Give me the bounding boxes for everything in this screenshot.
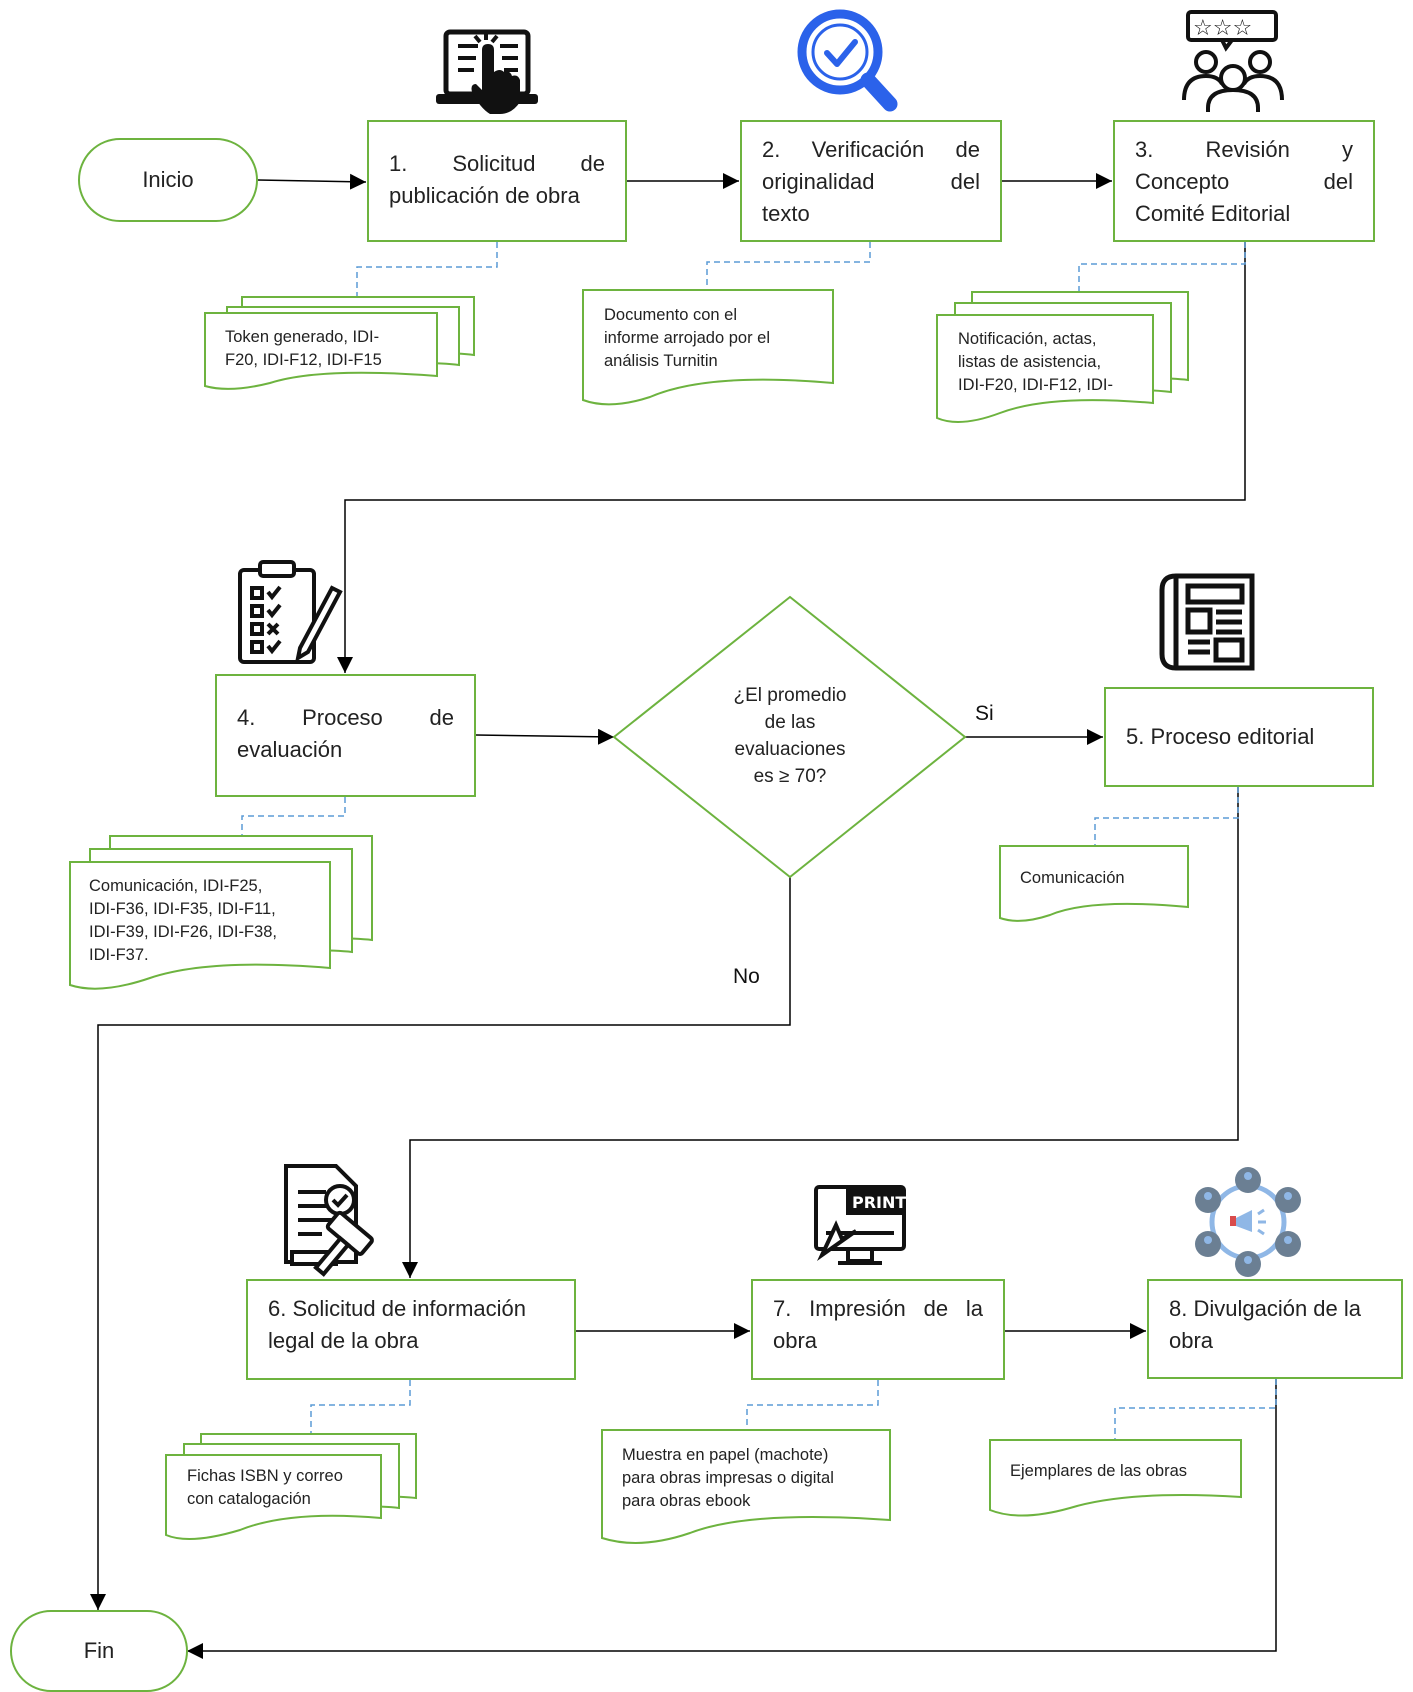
document-5-text: Comunicación (1020, 867, 1125, 890)
document-2-text: Documento con el informe arrojado por el… (604, 304, 770, 373)
start-label: Inicio (142, 167, 194, 192)
arrow-s8-fin (187, 1379, 1277, 1659)
arrow-inicio-s1 (257, 173, 367, 190)
doc-7-line-1: Muestra en papel (machote) (622, 1446, 829, 1464)
arrow-s4-decision (475, 728, 615, 745)
arrow-s5-s6 (402, 787, 1239, 1278)
step-6-line-1: 6. Solicitud de información (268, 1296, 527, 1321)
doc-7-line-2: para obras impresas o digital (622, 1469, 834, 1487)
decision-yes-label: Si (975, 702, 994, 725)
doc-2-line-3: análisis Turnitin (604, 352, 718, 370)
document-1-text: Token generado, IDI- F20, IDI-F12, IDI-F… (225, 326, 382, 372)
step-3-line-3: Comité Editorial (1135, 201, 1291, 226)
decision-no-label: No (733, 965, 760, 988)
document-8-text: Ejemplares de las obras (1010, 1460, 1187, 1483)
process-step-4: 4. Proceso de evaluación (215, 674, 476, 797)
process-step-3: 3. Revisión y Concepto del Comité Editor… (1113, 120, 1375, 242)
step-5-line-1: 5. Proceso editorial (1126, 724, 1315, 749)
doc-3-line-2: listas de asistencia, (958, 353, 1102, 371)
doc-2-line-1: Documento con el (604, 306, 737, 324)
decision-line-3: evaluaciones (734, 739, 846, 760)
svg-text:☆☆☆: ☆☆☆ (1193, 16, 1252, 41)
dashed-link-s5-doc (1094, 787, 1239, 846)
decision-line-2: de las (764, 712, 816, 733)
document-5 (999, 845, 1189, 922)
document-4-text: Comunicación, IDI-F25, IDI-F36, IDI-F35,… (89, 875, 277, 967)
end-label: Fin (83, 1638, 115, 1663)
dashed-link-s3-doc (1078, 242, 1246, 292)
dashed-link-s7-doc (746, 1380, 879, 1430)
step-1-line-2: publicación de obra (389, 183, 580, 208)
step-2-line-3: texto (762, 201, 810, 226)
dashed-link-s8-doc (1114, 1379, 1277, 1440)
process-step-1: 1. Solicitud de publicación de obra (367, 120, 627, 242)
arrow-s3-s4 (337, 242, 1246, 673)
document-2 (582, 289, 834, 406)
step-4-line-2: evaluación (237, 737, 343, 762)
document-6-text: Fichas ISBN y correo con catalogación (187, 1465, 343, 1511)
touch-screen-icon (436, 29, 538, 114)
doc-6-line-2: con catalogación (187, 1490, 311, 1508)
process-step-7: 7. Impresión de la obra (751, 1279, 1005, 1380)
dashed-link-s4-doc (241, 797, 346, 836)
decision-line-1: ¿El promedio (733, 685, 847, 706)
doc-7-line-3: para obras ebook (622, 1492, 751, 1510)
step-2-line-1: 2. Verificación de (762, 137, 980, 162)
document-7-text: Muestra en papel (machote) para obras im… (622, 1444, 834, 1513)
print-monitor-icon: PRINT (814, 1185, 906, 1265)
doc-4-line-1: Comunicación, IDI-F25, (89, 877, 263, 895)
process-step-5: 5. Proceso editorial (1104, 687, 1374, 787)
decision-text: ¿El promedio de las evaluaciones es ≥ 70… (690, 682, 890, 790)
step-1-line-1: 1. Solicitud de (389, 151, 605, 176)
checklist-pencil-icon (238, 560, 343, 664)
document-stack-6 (165, 1433, 417, 1540)
process-step-8: 8. Divulgación de la obra (1147, 1279, 1403, 1379)
people-network-megaphone-icon (1195, 1167, 1301, 1277)
document-8 (989, 1439, 1242, 1517)
doc-1-line-2: F20, IDI-F12, IDI-F15 (225, 351, 382, 369)
arrow-decision-fin (90, 877, 791, 1610)
print-label: PRINT (852, 1193, 906, 1212)
doc-4-line-4: IDI-F37. (89, 946, 149, 964)
dashed-link-s1-doc (356, 242, 498, 297)
magnifier-check-icon (797, 9, 898, 112)
doc-8-line-1: Ejemplares de las obras (1010, 1462, 1188, 1480)
legal-document-gavel-icon (284, 1164, 374, 1277)
doc-2-line-2: informe arrojado por el (604, 329, 770, 347)
end-terminal: Fin (10, 1610, 188, 1692)
step-7-line-1: 7. Impresión de la (773, 1296, 983, 1321)
step-8-line-2: obra (1169, 1328, 1214, 1353)
step-2-line-2: originalidad del (762, 169, 980, 194)
step-7-line-2: obra (773, 1328, 818, 1353)
document-stack-4 (69, 835, 373, 990)
rating-people-icon: ☆☆☆ (1182, 10, 1284, 112)
document-7 (601, 1429, 891, 1544)
doc-5-line-1: Comunicación (1020, 869, 1125, 887)
process-step-6: 6. Solicitud de información legal de la … (246, 1279, 576, 1380)
document-3-text: Notificación, actas, listas de asistenci… (958, 328, 1113, 397)
step-3-line-1: 3. Revisión y (1135, 137, 1353, 162)
document-stack-1 (204, 296, 475, 390)
newspaper-icon (1159, 573, 1255, 671)
doc-1-line-1: Token generado, IDI- (225, 328, 380, 346)
dashed-link-s2-doc (706, 242, 871, 290)
step-6-line-2: legal de la obra (268, 1328, 419, 1353)
doc-4-line-3: IDI-F39, IDI-F26, IDI-F38, (89, 923, 277, 941)
process-step-2: 2. Verificación de originalidad del text… (740, 120, 1002, 242)
doc-3-line-1: Notificación, actas, (958, 330, 1097, 348)
document-stack-3 (936, 291, 1189, 423)
doc-6-line-1: Fichas ISBN y correo (187, 1467, 343, 1485)
step-8-line-1: 8. Divulgación de la (1169, 1296, 1362, 1321)
decision-line-4: es ≥ 70? (753, 766, 827, 787)
start-terminal: Inicio (78, 138, 258, 222)
dashed-link-s6-doc (310, 1380, 411, 1434)
step-3-line-2: Concepto del (1135, 169, 1353, 194)
decision-diamond (612, 595, 967, 879)
doc-4-line-2: IDI-F36, IDI-F35, IDI-F11, (89, 900, 276, 918)
step-4-line-1: 4. Proceso de (237, 705, 454, 730)
doc-3-line-3: IDI-F20, IDI-F12, IDI- (958, 376, 1113, 394)
